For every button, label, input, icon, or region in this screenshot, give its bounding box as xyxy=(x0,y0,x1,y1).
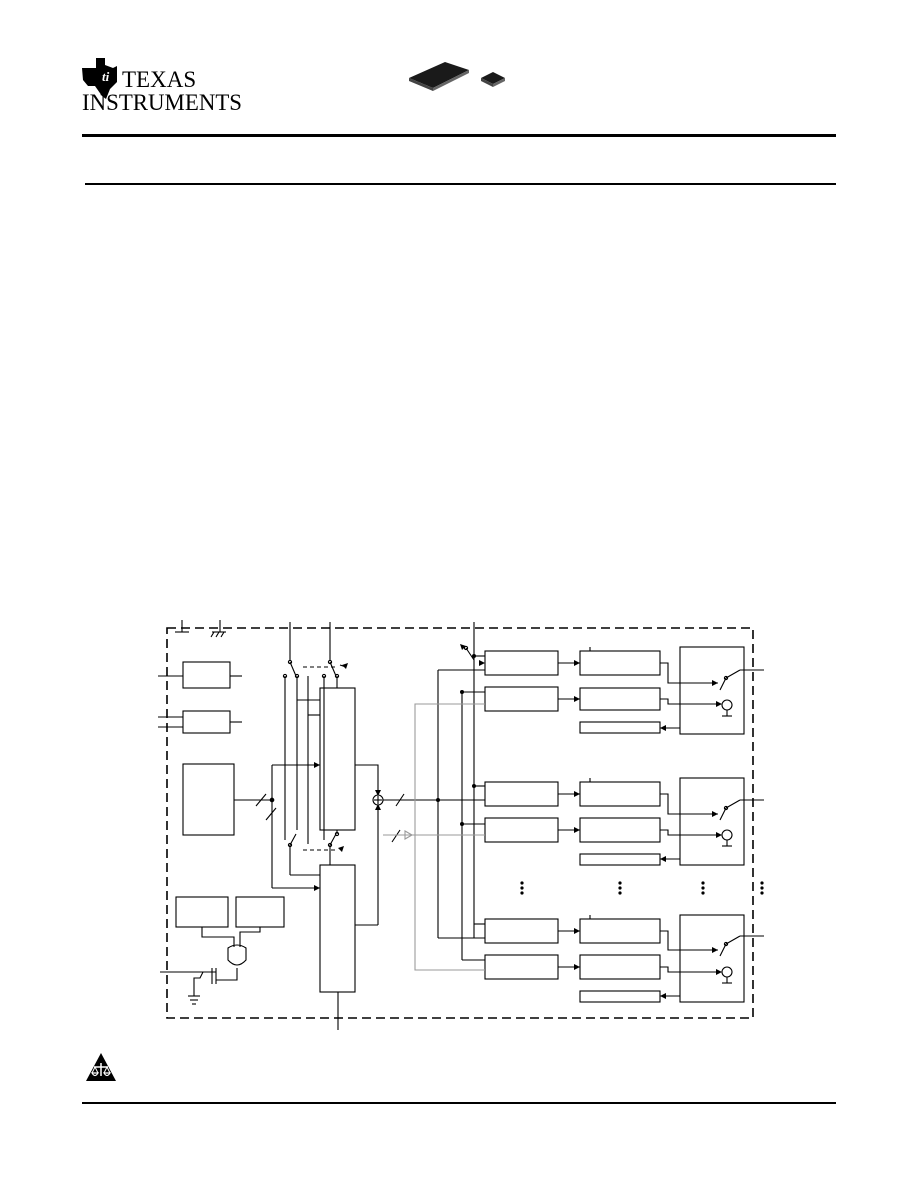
chn-dac-b xyxy=(484,954,559,980)
ch1-reg-b xyxy=(579,687,661,711)
chn-reg-a xyxy=(579,918,661,944)
chn-status xyxy=(579,990,661,1003)
logo-line-2: INSTRUMENTS xyxy=(82,90,242,115)
ch1-dac-a xyxy=(484,650,559,676)
ti-logo: ti TEXAS INSTRUMENTS xyxy=(80,56,250,116)
footer-rule xyxy=(82,1102,836,1104)
ch2-status xyxy=(579,853,661,866)
detector-block-1 xyxy=(175,896,229,928)
logo-line-1: TEXAS xyxy=(122,67,196,92)
logic-block xyxy=(319,864,356,993)
ch2-driver xyxy=(679,777,745,866)
ch1-driver xyxy=(679,646,745,735)
texas-state-icon xyxy=(82,58,117,99)
ic-package-icon xyxy=(405,56,515,96)
header-rule-thick xyxy=(82,134,836,137)
control-block xyxy=(182,763,235,836)
ch1-dac-b xyxy=(484,686,559,712)
warning-triangle-icon xyxy=(85,1052,117,1082)
header-rule-thin xyxy=(85,183,836,185)
chn-reg-b xyxy=(579,954,661,980)
ch2-reg-a xyxy=(579,781,661,807)
chip-boundary xyxy=(166,627,754,1019)
chn-driver xyxy=(679,914,745,1003)
ch1-reg-a xyxy=(579,650,661,676)
ch2-reg-b xyxy=(579,817,661,843)
detector-block-2 xyxy=(235,896,285,928)
input-block-2 xyxy=(182,710,231,734)
input-block-1 xyxy=(182,661,231,689)
chn-dac-a xyxy=(484,918,559,944)
ch2-dac-b xyxy=(484,817,559,843)
mux-block xyxy=(319,687,356,831)
ch1-status xyxy=(579,721,661,734)
svg-text:ti: ti xyxy=(102,69,110,84)
ch2-dac-a xyxy=(484,781,559,807)
